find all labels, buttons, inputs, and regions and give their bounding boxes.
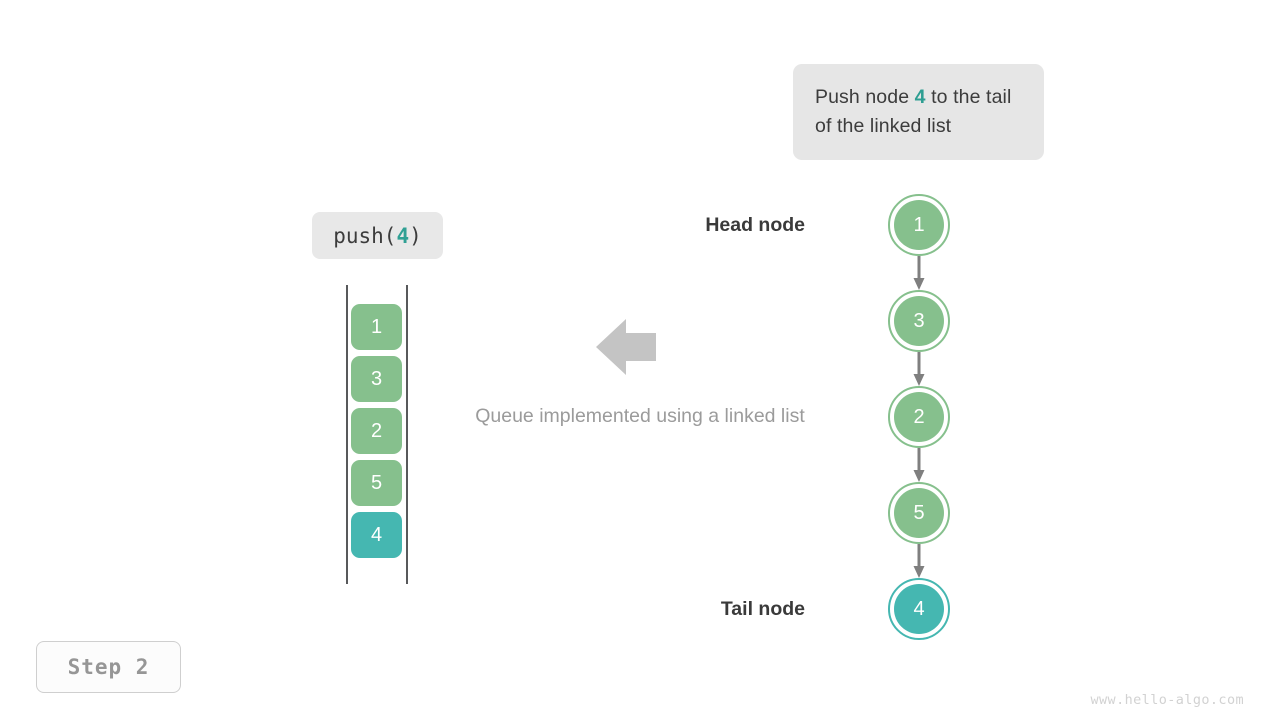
watermark: www.hello-algo.com (1090, 692, 1244, 708)
queue-item: 4 (351, 512, 402, 558)
step-badge: Step 2 (36, 641, 181, 693)
operation-suffix: ) (409, 223, 422, 248)
linked-list-node: 3 (888, 290, 950, 352)
callout-box: Push node 4 to the tail of the linked li… (793, 64, 1044, 160)
queue-item: 3 (351, 356, 402, 402)
queue-container: 1 3 2 5 4 (346, 285, 408, 584)
queue-item: 1 (351, 304, 402, 350)
operation-prefix: push( (333, 223, 397, 248)
queue-item-list: 1 3 2 5 4 (351, 304, 402, 564)
linked-list-node-value: 2 (894, 392, 944, 442)
linked-list-container: 1 3 2 5 4 (888, 194, 950, 642)
callout-accent-value: 4 (914, 86, 926, 108)
linked-list-connector-arrow (913, 544, 925, 578)
linked-list-node-value: 4 (894, 584, 944, 634)
queue-rail-left (346, 285, 348, 584)
operation-value: 4 (396, 223, 410, 248)
queue-item: 2 (351, 408, 402, 454)
linked-list-connector-arrow (913, 256, 925, 290)
queue-item: 5 (351, 460, 402, 506)
arrow-left-icon (596, 319, 656, 375)
linked-list-connector-arrow (913, 448, 925, 482)
linked-list-node-value: 1 (894, 200, 944, 250)
queue-rail-right (406, 285, 408, 584)
tail-node-label: Tail node (720, 598, 805, 620)
callout-text-after: to the tail of the linked list (815, 86, 1012, 137)
linked-list-node: 5 (888, 482, 950, 544)
callout-text: Push node 4 to the tail of the linked li… (815, 83, 1022, 141)
callout-text-before: Push node (815, 86, 915, 108)
linked-list-node-value: 3 (894, 296, 944, 346)
linked-list-node-value: 5 (894, 488, 944, 538)
head-node-label: Head node (705, 214, 805, 236)
linked-list-node: 1 (888, 194, 950, 256)
linked-list-node: 4 (888, 578, 950, 640)
linked-list-node: 2 (888, 386, 950, 448)
linked-list-connector-arrow (913, 352, 925, 386)
diagram-caption: Queue implemented using a linked list (475, 405, 805, 427)
operation-label: push(4) (312, 212, 443, 259)
